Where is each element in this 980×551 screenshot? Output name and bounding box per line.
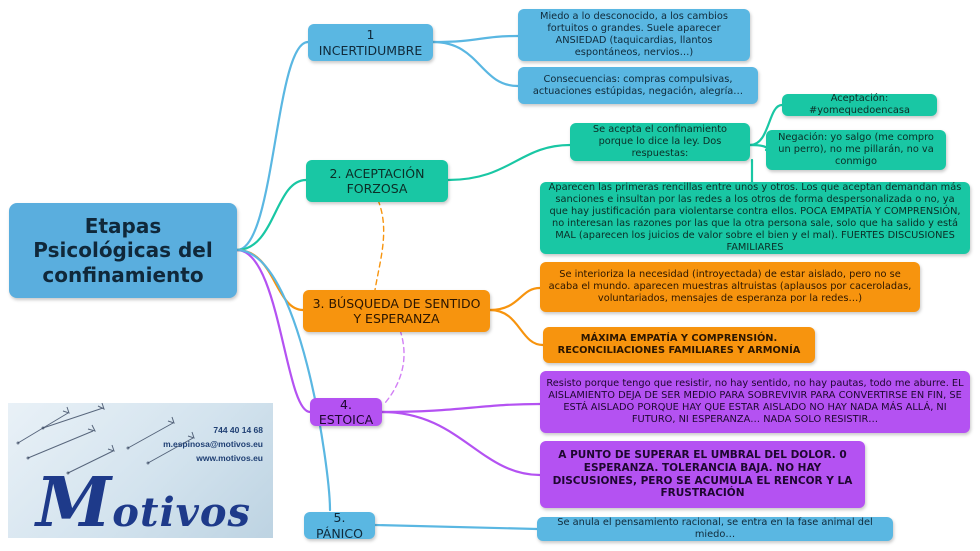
edge-s2-main [446,143,572,182]
edge-s2-r2 [748,143,769,152]
edge-s5-d1 [373,523,539,531]
stage-1-detail-2-text: Consecuencias: compras compulsivas, actu… [532,73,744,97]
stage-2-node[interactable]: 2. ACEPTACIÓN FORZOSA [306,160,448,202]
stage-1-label: 1 INCERTIDUMBRE [318,27,423,58]
dandelion-seeds-icon [16,403,195,475]
edge-root-s3 [235,248,305,312]
stage-2-main[interactable]: Se acepta el confinamiento porque lo dic… [570,123,750,161]
stage-3-detail-2[interactable]: MÁXIMA EMPATÍA Y COMPRENSIÓN. RECONCILIA… [543,327,815,363]
stage-1-detail-1[interactable]: Miedo a lo desconocido, a los cambios fo… [518,9,750,61]
dashed-s2-s3 [374,199,385,291]
stage-2-label: 2. ACEPTACIÓN FORZOSA [329,165,425,196]
dashed-s3-s4 [384,329,405,404]
stage-4-detail-1-text: Resisto porque tengo que resistir, no ha… [546,378,964,425]
stage-2-consequence-text: Aparecen las primeras rencillas entre un… [548,182,962,253]
stage-3-node[interactable]: 3. BÚSQUEDA DE SENTIDO Y ESPERANZA [303,290,490,332]
logo-rest: otivos [112,489,252,536]
stage-4-detail-2[interactable]: A PUNTO DE SUPERAR EL UMBRAL DEL DOLOR. … [540,441,865,508]
logo-web: www.motivos.eu [196,453,263,463]
edge-root-s1 [235,40,310,252]
stage-4-detail-2-text: A PUNTO DE SUPERAR EL UMBRAL DEL DOLOR. … [552,448,853,500]
stage-2-response-1[interactable]: Aceptación: #yomequedoencasa [782,93,937,116]
stage-5-label: 5. PÁNICO [316,510,363,541]
stage-2-response-2[interactable]: Negación: yo salgo (me compro un perro),… [766,130,946,170]
motivos-logo: 744 40 14 68 m.espinosa@motivos.eu www.m… [8,403,273,538]
stage-2-response-1-text: Aceptación: #yomequedoencasa [809,93,910,116]
edge-s2-r1 [748,103,784,147]
stage-4-node[interactable]: 4. ESTOICA [310,396,382,427]
stage-3-detail-1[interactable]: Se interioriza la necesidad (introyectad… [540,262,920,312]
edge-s3-d2 [488,308,545,347]
edge-root-s4 [235,248,312,414]
edge-s1-d1 [431,34,520,44]
stage-5-detail-1-text: Se anula el pensamiento racional, se ent… [557,517,873,540]
stage-1-node[interactable]: 1 INCERTIDUMBRE [308,24,433,61]
stage-4-label: 4. ESTOICA [318,396,374,427]
logo-email: m.espinosa@motivos.eu [163,439,263,449]
logo-phone: 744 40 14 68 [213,425,263,435]
stage-1-detail-1-text: Miedo a lo desconocido, a los cambios fo… [540,11,728,58]
edge-s4-d1 [380,402,542,414]
logo-wordmark: Motivos [36,463,251,538]
edge-root-s5 [235,248,332,512]
root-node[interactable]: Etapas Psicológicas del confinamiento [9,203,237,298]
edge-s4-d2 [380,410,542,477]
stage-2-response-2-text: Negación: yo salgo (me compro un perro),… [778,132,934,167]
edge-s3-d1 [488,286,542,312]
logo-initial: M [36,463,113,538]
stage-2-consequence[interactable]: Aparecen las primeras rencillas entre un… [540,182,970,254]
root-title: Etapas Psicológicas del confinamiento [33,213,213,287]
edge-root-s2 [235,178,308,252]
stage-3-detail-1-text: Se interioriza la necesidad (introyectad… [548,269,912,304]
stage-1-detail-2[interactable]: Consecuencias: compras compulsivas, actu… [518,67,758,104]
stage-2-main-text: Se acepta el confinamiento porque lo dic… [592,124,728,159]
stage-3-detail-2-text: MÁXIMA EMPATÍA Y COMPRENSIÓN. RECONCILIA… [557,333,801,356]
stage-5-detail-1[interactable]: Se anula el pensamiento racional, se ent… [537,517,893,541]
stage-3-label: 3. BÚSQUEDA DE SENTIDO Y ESPERANZA [312,295,481,326]
stage-4-detail-1[interactable]: Resisto porque tengo que resistir, no ha… [540,371,970,433]
stage-5-node[interactable]: 5. PÁNICO [304,510,375,541]
edge-s1-d2 [431,40,520,88]
